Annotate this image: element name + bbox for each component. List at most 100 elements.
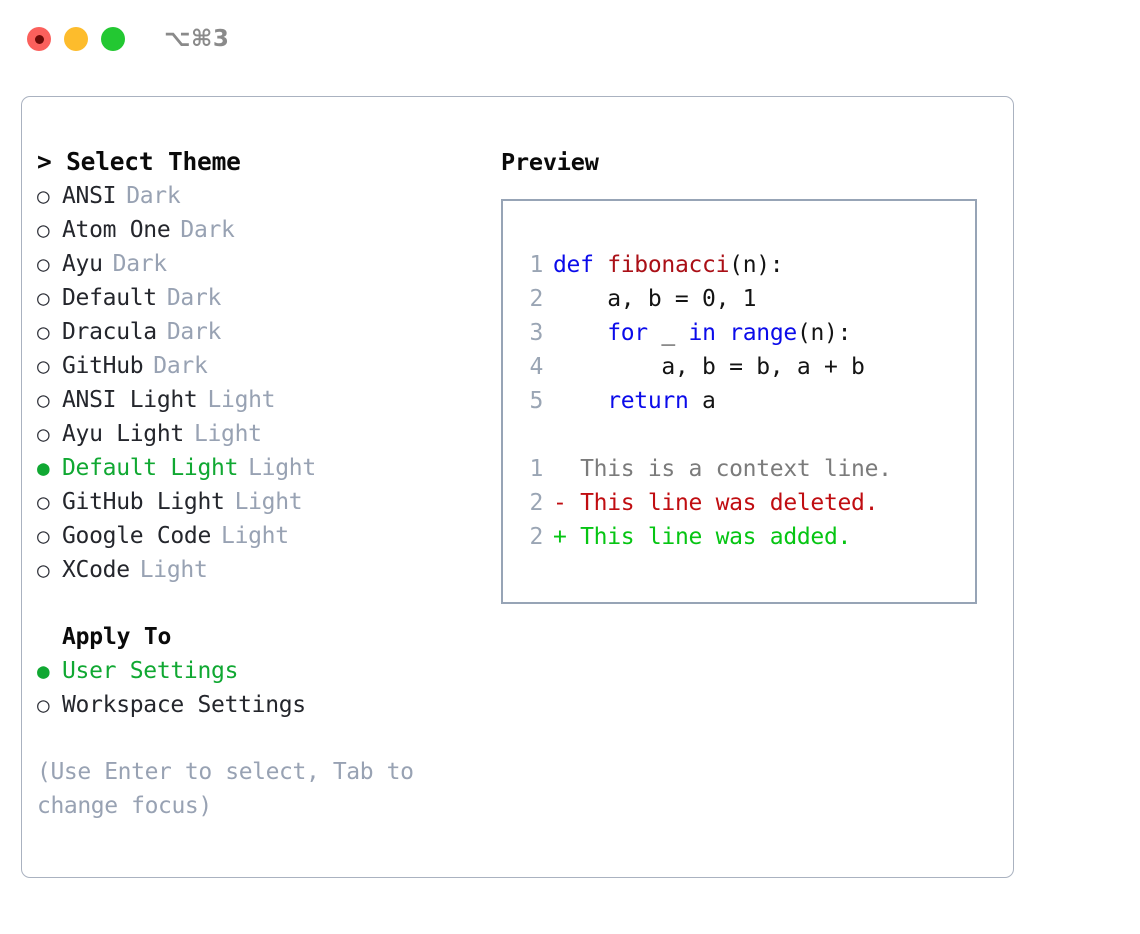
code-line: 3 for _ in range(n): [517,316,969,350]
apply-to-heading: Apply To [62,624,172,650]
theme-name: GitHub Light [62,489,225,515]
radio-unselected-icon: ○ [37,388,50,412]
theme-category: Light [248,455,316,481]
code-token-plain [553,320,607,346]
title-bar: ⌥⌘3 [0,0,1140,78]
diff-text: This is a context line. [566,456,892,482]
line-number: 1 [529,252,543,278]
radio-unselected-icon: ○ [37,693,50,717]
code-token-kw: range [729,320,797,346]
diff-sign [553,452,567,486]
preview-heading: Preview [501,148,599,176]
theme-list-item[interactable]: ○ ANSI Dark [37,179,487,213]
theme-list-item[interactable]: ○ GitHub Light Light [37,485,487,519]
theme-name: Ayu [62,251,103,277]
theme-name: Google Code [62,523,212,549]
code-line-text: a, b = 0, 1 [553,282,756,316]
theme-list-item[interactable]: ● Default Light Light [37,451,487,485]
theme-list-item[interactable]: ○ ANSI Light Light [37,383,487,417]
radio-unselected-icon: ○ [37,422,50,446]
code-line-text: a, b = b, a + b [553,350,865,384]
minimize-button[interactable] [64,27,88,51]
theme-category: Light [207,387,276,413]
line-number: 4 [529,354,543,380]
theme-name: XCode [62,557,130,583]
theme-category: Light [139,557,208,583]
theme-category: Dark [166,285,222,311]
apply-to-label: User Settings [62,658,239,684]
code-token-plain: a [688,388,716,414]
apply-to-list: ●User Settings○Workspace Settings [37,654,487,722]
diff-line: 1 This is a context line. [517,452,969,486]
radio-selected-icon: ● [37,456,50,480]
theme-category: Dark [180,217,235,243]
code-token-plain: a, b = 0, 1 [553,286,757,312]
radio-unselected-icon: ○ [37,184,50,208]
line-number: 2 [529,524,543,550]
code-token-kw: in [688,320,716,346]
theme-category: Dark [126,183,181,209]
theme-category: Dark [112,251,168,277]
diff-sign: - [553,490,567,516]
line-number: 3 [529,320,543,346]
theme-name: Dracula [62,319,157,345]
keyboard-shortcut-label: ⌥⌘3 [164,26,230,52]
radio-unselected-icon: ○ [37,524,50,548]
theme-name: Default Light [62,455,239,481]
code-token-plain: _ [647,320,689,346]
diff-block: 1 This is a context line.2- This line wa… [517,452,969,554]
line-number: 5 [529,388,543,414]
apply-to-option[interactable]: ●User Settings [37,654,487,688]
line-number: 1 [529,456,543,482]
traffic-light-buttons [27,27,125,51]
keyboard-hint-text: (Use Enter to select, Tab to change focu… [37,759,414,819]
code-token-plain: (n): [729,252,784,278]
code-token-kw: def [553,252,608,278]
diff-line: 2+ This line was added. [517,520,969,554]
radio-unselected-icon: ○ [37,218,50,242]
theme-name: Default [62,285,157,311]
theme-category: Light [234,489,303,515]
code-token-plain [553,388,607,414]
theme-category: Dark [166,319,222,345]
theme-name: GitHub [62,353,144,379]
radio-unselected-icon: ○ [37,490,50,514]
theme-list-item[interactable]: ○ Atom One Dark [37,213,487,247]
diff-sign: + [553,524,567,550]
code-token-plain [716,320,730,346]
apply-to-section: Apply To ●User Settings○Workspace Settin… [37,620,487,722]
maximize-button[interactable] [101,27,125,51]
radio-unselected-icon: ○ [37,558,50,582]
diff-line: 2- This line was deleted. [517,486,969,520]
theme-name: Atom One [62,217,171,243]
radio-unselected-icon: ○ [37,354,50,378]
code-line: 5 return a [517,384,969,418]
theme-list-item[interactable]: ○ Ayu Light Light [37,417,487,451]
code-token-plain: (n): [796,320,852,346]
code-line: 4 a, b = b, a + b [517,350,969,384]
theme-name: ANSI Light [62,387,198,413]
theme-list-item[interactable]: ○ XCode Light [37,553,487,587]
code-line: 1 def fibonacci(n): [517,248,969,282]
code-diff-separator [517,418,969,452]
theme-category: Light [193,421,262,447]
theme-name: ANSI [62,183,117,209]
close-button[interactable] [27,27,51,51]
apply-to-option[interactable]: ○Workspace Settings [37,688,487,722]
code-token-plain: a, b = b, a + b [553,354,865,380]
code-token-fn: fibonacci [607,252,730,278]
theme-name: Ayu Light [62,421,184,447]
